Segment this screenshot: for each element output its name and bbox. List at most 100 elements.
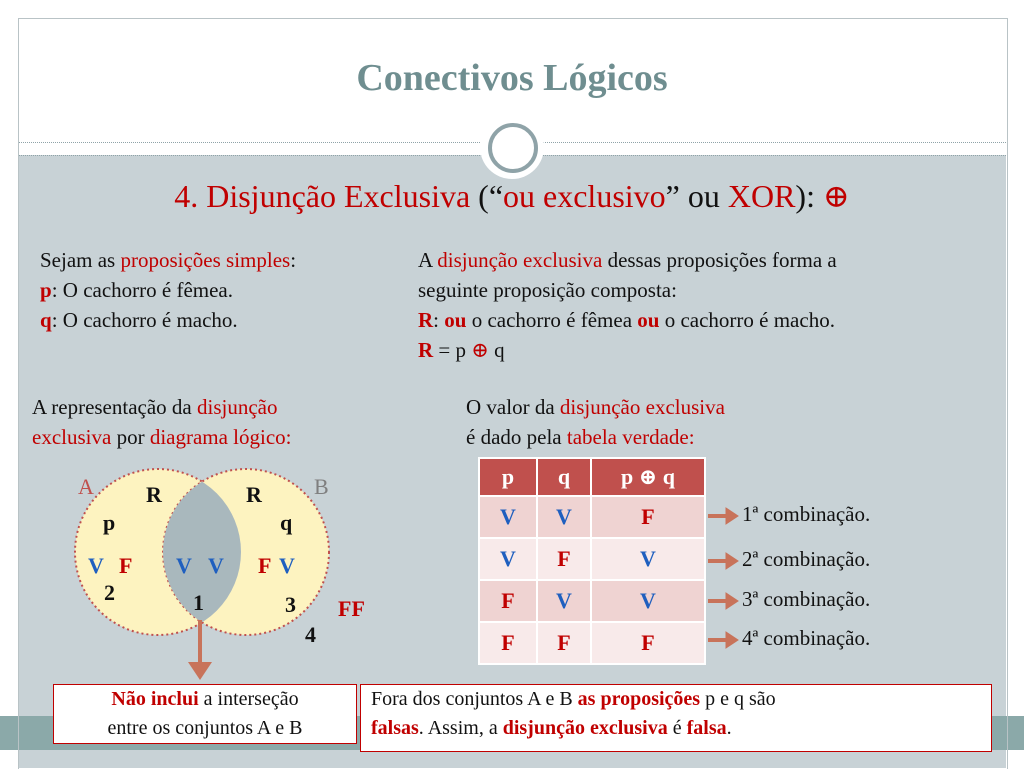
slide-title: Conectivos Lógicos	[356, 57, 668, 99]
slide-frame	[18, 18, 1008, 769]
note-intersection-line-2: entre os conjuntos A e B	[107, 717, 303, 739]
slide-subtitle: 4. Disjunção Exclusiva (“ou exclusivo” o…	[0, 177, 1024, 215]
q-text: : O cachorro é macho.	[51, 308, 238, 332]
cell-value: V	[536, 579, 592, 623]
subtitle-alias: ou exclusivo	[503, 178, 666, 214]
table-row: F V V	[478, 579, 706, 623]
subtitle-xor: XOR	[727, 178, 796, 214]
r-end: o cachorro é macho.	[659, 308, 835, 332]
subtitle-name: Disjunção Exclusiva	[206, 178, 471, 214]
composition-formula: R = p ⊕ q	[418, 335, 837, 365]
cell-value: V	[478, 495, 538, 539]
p-key: p	[40, 278, 52, 302]
region-3-label: 3	[285, 592, 296, 617]
set-a-label: A	[78, 474, 94, 499]
table-row: V V F	[478, 495, 706, 539]
xor-symbol: ⊕	[822, 178, 850, 214]
cell-value: V	[590, 579, 706, 623]
right-f: F	[258, 553, 272, 578]
note-outside-c: p e q são	[700, 688, 776, 710]
region-4-label: 4	[305, 622, 316, 647]
cell-value: V	[590, 537, 706, 581]
table-row: F F F	[478, 621, 706, 665]
composition-line-2: seguinte proposição composta:	[418, 278, 677, 302]
formula-xor-symbol: ⊕	[471, 338, 489, 362]
combination-label-4: 4ª combinação.	[742, 626, 871, 650]
formula-a: = p	[433, 338, 472, 362]
table-caption-a: O valor da	[466, 395, 560, 419]
diagram-caption-c: exclusiva	[32, 425, 112, 449]
combination-label-2: 2ª combinação.	[742, 547, 871, 571]
note-outside-h: falsa	[686, 717, 727, 739]
note-intersection: Não inclui a interseção entre os conjunt…	[53, 684, 357, 744]
note-outside-line-1: Fora dos conjuntos A e B as proposições …	[371, 685, 985, 714]
truth-table: p q p ⊕ q V V F V F V F V V F F F	[478, 457, 706, 665]
r-key: R	[418, 308, 434, 332]
diagram-caption-line-1: A representação da disjunção	[32, 392, 292, 422]
line1-c: dessas proposições forma a	[602, 248, 837, 272]
subtitle-close: ):	[795, 178, 823, 214]
intro-text: Sejam as	[40, 248, 121, 272]
diagram-caption-line-2: exclusiva por diagrama lógico:	[32, 422, 292, 452]
subtitle-open: (“	[470, 178, 504, 214]
diagram-caption-d: por	[111, 425, 150, 449]
cell-value: V	[478, 537, 538, 581]
header-p: p	[478, 457, 538, 497]
subtitle-number: 4.	[174, 178, 199, 214]
diagram-caption-e: diagrama lógico:	[149, 425, 292, 449]
region-2-label: 2	[104, 580, 115, 605]
intro-highlight: proposições simples	[120, 248, 291, 272]
note-outside-b: as proposições	[577, 688, 701, 710]
ou-1: ou	[444, 308, 467, 332]
cell-value: F	[478, 621, 538, 665]
table-caption-c: é dado pela	[466, 425, 567, 449]
p-label: p	[103, 510, 116, 535]
cell-value: F	[536, 537, 592, 581]
note-outside-line-2: falsas. Assim, a disjunção exclusiva é f…	[371, 714, 985, 743]
diagram-caption-a: A representação da	[32, 395, 197, 419]
composition-block: A disjunção exclusiva dessas proposições…	[418, 245, 837, 365]
ou-2: ou	[637, 308, 660, 332]
arrow-right-icon-4	[725, 631, 739, 649]
note-intersection-rest: a interseção	[198, 688, 299, 710]
table-row: V F V	[478, 537, 706, 581]
note-outside-a: Fora dos conjuntos A e B	[371, 688, 578, 710]
combination-label-3: 3ª combinação.	[742, 587, 871, 611]
arrow-down-icon	[188, 662, 212, 680]
formula-b: q	[488, 338, 505, 362]
r-left-label: R	[146, 482, 162, 507]
propositions-block: Sejam as proposições simples: p: O cacho…	[40, 245, 296, 335]
combination-arrows	[708, 507, 739, 649]
right-v: V	[279, 553, 295, 578]
header-p-xor-q: p ⊕ q	[590, 457, 706, 497]
cell-value: F	[590, 621, 706, 665]
note-outside-f: disjunção exclusiva	[502, 717, 668, 739]
table-caption-line-1: O valor da disjunção exclusiva	[466, 392, 725, 422]
set-b-label: B	[314, 474, 329, 499]
formula-r: R	[418, 338, 434, 362]
note-outside-i: .	[726, 717, 732, 739]
cell-value: F	[590, 495, 706, 539]
diagram-caption-b: disjunção	[197, 395, 278, 419]
combination-label-1: 1ª combinação.	[742, 502, 871, 526]
arrow-right-icon-2	[725, 552, 739, 570]
q-key: q	[40, 308, 52, 332]
note-outside-e: . Assim, a	[418, 717, 503, 739]
subtitle-mid: ” ou	[665, 178, 728, 214]
composition-line-r: R: ou o cachorro é fêmea ou o cachorro é…	[418, 305, 837, 335]
r-mid: o cachorro é fêmea	[466, 308, 638, 332]
r-colon: :	[433, 308, 445, 332]
left-v: V	[88, 553, 104, 578]
note-intersection-line-1: Não inclui a interseção	[60, 685, 350, 714]
truth-table-header: p q p ⊕ q	[478, 457, 706, 497]
header-q: q	[536, 457, 592, 497]
note-outside: Fora dos conjuntos A e B as proposições …	[360, 684, 992, 752]
proposition-p: p: O cachorro é fêmea.	[40, 275, 296, 305]
line1-a: A	[418, 248, 438, 272]
note-outside-d: falsas	[371, 717, 419, 739]
r-right-label: R	[246, 482, 262, 507]
note-outside-g: é	[667, 717, 687, 739]
note-intersection-bold: Não inclui	[111, 688, 199, 710]
cell-value: F	[536, 621, 592, 665]
